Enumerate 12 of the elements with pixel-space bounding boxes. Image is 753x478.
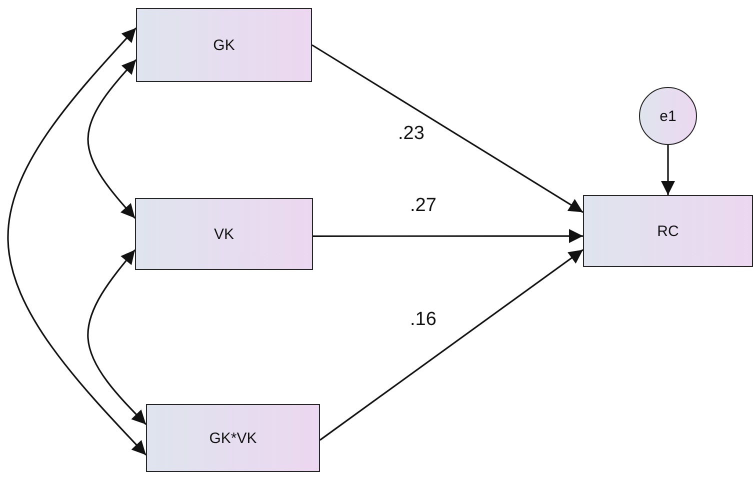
- double-headed-arrow: [87, 59, 137, 219]
- arrow: [320, 249, 584, 441]
- variable-box: VK: [135, 198, 313, 270]
- variable-box: GK: [136, 8, 312, 82]
- arrow: [661, 145, 675, 195]
- arrow: [313, 229, 583, 244]
- double-headed-arrow: [87, 249, 147, 425]
- error-circle: e1: [639, 87, 697, 145]
- variable-box: RC: [583, 195, 753, 267]
- double-headed-arrow: [7, 27, 147, 456]
- variable-box: GK*VK: [146, 404, 320, 472]
- arrow: [312, 44, 584, 213]
